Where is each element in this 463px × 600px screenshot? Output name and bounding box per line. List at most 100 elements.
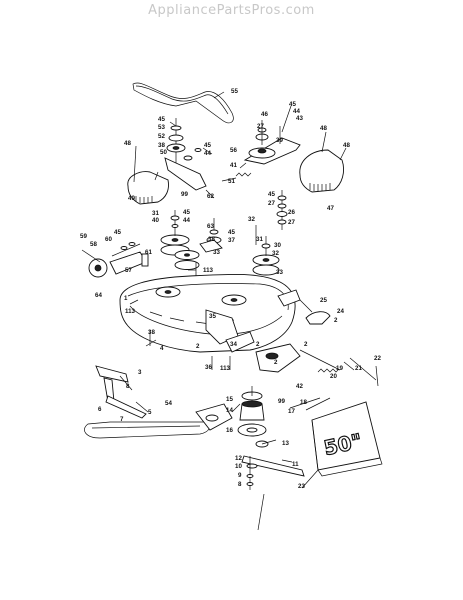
callout-1: 1	[124, 295, 128, 302]
callout-3: 3	[138, 369, 142, 376]
left-gauge-wheel-assembly[interactable]	[81, 242, 149, 278]
tension-spring[interactable]	[221, 172, 252, 182]
center-spindle-hardware[interactable]	[276, 190, 288, 230]
callout-99: 99	[278, 398, 285, 405]
upper-drive-belt[interactable]	[132, 82, 234, 124]
callout-41: 41	[230, 162, 237, 169]
callout-61: 61	[145, 249, 152, 256]
callout-52: 52	[158, 133, 165, 140]
callout-53: 53	[158, 124, 165, 131]
callout-31: 31	[152, 210, 159, 217]
deck-arm-hardware[interactable]	[145, 330, 255, 353]
callout-48: 48	[320, 125, 327, 132]
callout-113: 113	[203, 267, 214, 274]
callout-33: 33	[213, 249, 220, 256]
lower-deck-belt[interactable]	[84, 421, 210, 439]
callout-113: 113	[220, 365, 231, 372]
callout-36: 36	[205, 364, 212, 371]
callout-19: 19	[336, 365, 343, 372]
callout-21: 21	[355, 365, 362, 372]
callout-2: 2	[274, 359, 278, 366]
callout-40: 40	[152, 217, 159, 224]
callout-45: 45	[158, 116, 165, 123]
idler-pulley-mid[interactable]	[199, 218, 223, 253]
left-upper-pulley-stack[interactable]	[164, 118, 213, 191]
mower-deck-housing[interactable]	[119, 273, 301, 353]
callout-11: 11	[292, 461, 299, 468]
mower-blade[interactable]	[241, 455, 305, 490]
callout-25: 25	[320, 297, 327, 304]
callout-17: 17	[288, 408, 295, 415]
callout-2: 2	[304, 341, 308, 348]
callout-34: 34	[230, 341, 237, 348]
deck-rear-bracket[interactable]	[299, 299, 331, 325]
callout-32: 32	[248, 216, 255, 223]
watermark-text: AppliancePartsPros.com	[148, 3, 315, 18]
callout-45: 45	[289, 101, 296, 108]
deck-cover-shield[interactable]	[311, 401, 383, 477]
callout-63: 63	[207, 223, 214, 230]
callout-58: 58	[90, 241, 97, 248]
lower-idler-bracket[interactable]	[195, 403, 233, 431]
callout-44: 44	[293, 108, 300, 115]
deck-shield-rod[interactable]	[289, 397, 331, 411]
callout-27: 27	[268, 200, 275, 207]
blade-spindle-stack[interactable]	[231, 386, 277, 448]
left-hanger-bracket[interactable]	[95, 365, 149, 419]
callout-44: 44	[204, 150, 211, 157]
callout-27: 27	[288, 219, 295, 226]
callout-4: 4	[160, 345, 164, 352]
callout-35: 35	[209, 313, 216, 320]
left-belt-guard[interactable]	[127, 145, 169, 205]
callout-45: 45	[268, 191, 275, 198]
callout-32: 32	[272, 250, 279, 257]
callout-56: 56	[230, 147, 237, 154]
callout-38: 38	[208, 236, 215, 243]
callout-55: 55	[231, 88, 238, 95]
callout-64: 64	[95, 292, 102, 299]
callout-45: 45	[183, 209, 190, 216]
callout-38: 38	[148, 329, 155, 336]
callout-113: 113	[125, 308, 136, 315]
front-axle-hardware[interactable]	[211, 356, 231, 370]
callout-43: 43	[296, 115, 303, 122]
leader-lines	[129, 91, 379, 531]
callout-62: 62	[207, 193, 214, 200]
callout-14: 14	[226, 407, 233, 414]
callout-24: 24	[337, 308, 344, 315]
callout-37: 37	[228, 237, 235, 244]
callout-54: 54	[165, 400, 172, 407]
callout-60: 60	[105, 236, 112, 243]
callout-16: 16	[226, 427, 233, 434]
callout-12: 12	[235, 455, 242, 462]
callout-51: 51	[228, 178, 235, 185]
callout-26: 26	[288, 209, 295, 216]
callout-47: 47	[327, 205, 334, 212]
callout-23: 23	[298, 483, 305, 490]
callout-57: 57	[125, 267, 132, 274]
callout-48: 48	[343, 142, 350, 149]
callout-5: 5	[148, 409, 152, 416]
callout-45: 45	[204, 142, 211, 149]
callout-27: 27	[257, 123, 264, 130]
right-belt-guard[interactable]	[299, 131, 347, 193]
right-spindle-assembly[interactable]	[255, 343, 355, 373]
callout-49: 49	[128, 195, 135, 202]
center-left-pulley[interactable]	[174, 250, 200, 270]
right-spindle-pulley[interactable]	[252, 225, 280, 276]
callout-9: 9	[238, 472, 242, 479]
callout-38: 38	[158, 142, 165, 149]
callout-2: 2	[334, 317, 338, 324]
callout-99: 99	[181, 191, 188, 198]
callout-7: 7	[120, 416, 124, 423]
callout-46: 46	[261, 111, 268, 118]
callout-50: 50	[160, 149, 167, 156]
idler-arm-assembly[interactable]	[243, 120, 301, 165]
callout-20: 20	[330, 373, 337, 380]
callout-59: 59	[80, 233, 87, 240]
callout-30: 30	[274, 242, 281, 249]
callout-18: 18	[300, 399, 307, 406]
callout-15: 15	[226, 396, 233, 403]
callout-6: 6	[98, 406, 102, 413]
